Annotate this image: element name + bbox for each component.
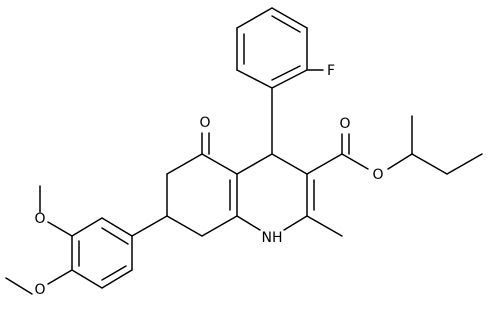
bond [271, 153, 308, 175]
bond [71, 217, 103, 237]
methoxy-oxygen-3-label: O [34, 211, 45, 227]
nh-label: NH [262, 230, 283, 246]
fluorine-atom: F [327, 63, 335, 79]
bond [166, 215, 203, 237]
nh-atom: NH [262, 230, 283, 246]
bond [283, 215, 308, 231]
bond [47, 269, 73, 285]
bond [271, 65, 301, 81]
methoxy-oxygen-4-label: O [34, 282, 45, 298]
bond [236, 7, 273, 29]
methoxy-oxygen-3-atom: O [34, 211, 45, 227]
bond [271, 69, 308, 89]
bond [131, 215, 168, 237]
atom-label-layer: F O O O NH O O [34, 63, 383, 298]
bond [411, 153, 448, 175]
ester-ether-oxygen-label: O [372, 167, 383, 183]
bond [306, 153, 343, 175]
bond [387, 153, 413, 170]
bond [101, 269, 133, 289]
bond [201, 153, 238, 175]
bond [446, 153, 483, 175]
ketone-oxygen-label: O [199, 115, 210, 131]
bond [201, 215, 238, 237]
ester-ether-oxygen-atom: O [372, 167, 383, 183]
bond [101, 227, 129, 245]
bond [101, 265, 127, 281]
methoxy-oxygen-4-atom: O [34, 282, 45, 298]
bond [47, 221, 73, 237]
bond [236, 153, 273, 175]
bond [306, 215, 343, 237]
bond [341, 153, 369, 170]
ester-carbonyl-oxygen-label: O [339, 116, 350, 132]
bond [101, 217, 133, 237]
bond [5, 277, 33, 295]
bond [271, 15, 301, 33]
bond [236, 69, 273, 89]
ester-carbonyl-oxygen-atom: O [339, 116, 350, 132]
bond [71, 269, 103, 289]
fluorine-label: F [327, 63, 335, 79]
ketone-oxygen-atom: O [199, 115, 210, 131]
bond [236, 215, 261, 231]
bond [271, 7, 308, 29]
bond-layer [5, 7, 483, 295]
bond [166, 153, 203, 175]
